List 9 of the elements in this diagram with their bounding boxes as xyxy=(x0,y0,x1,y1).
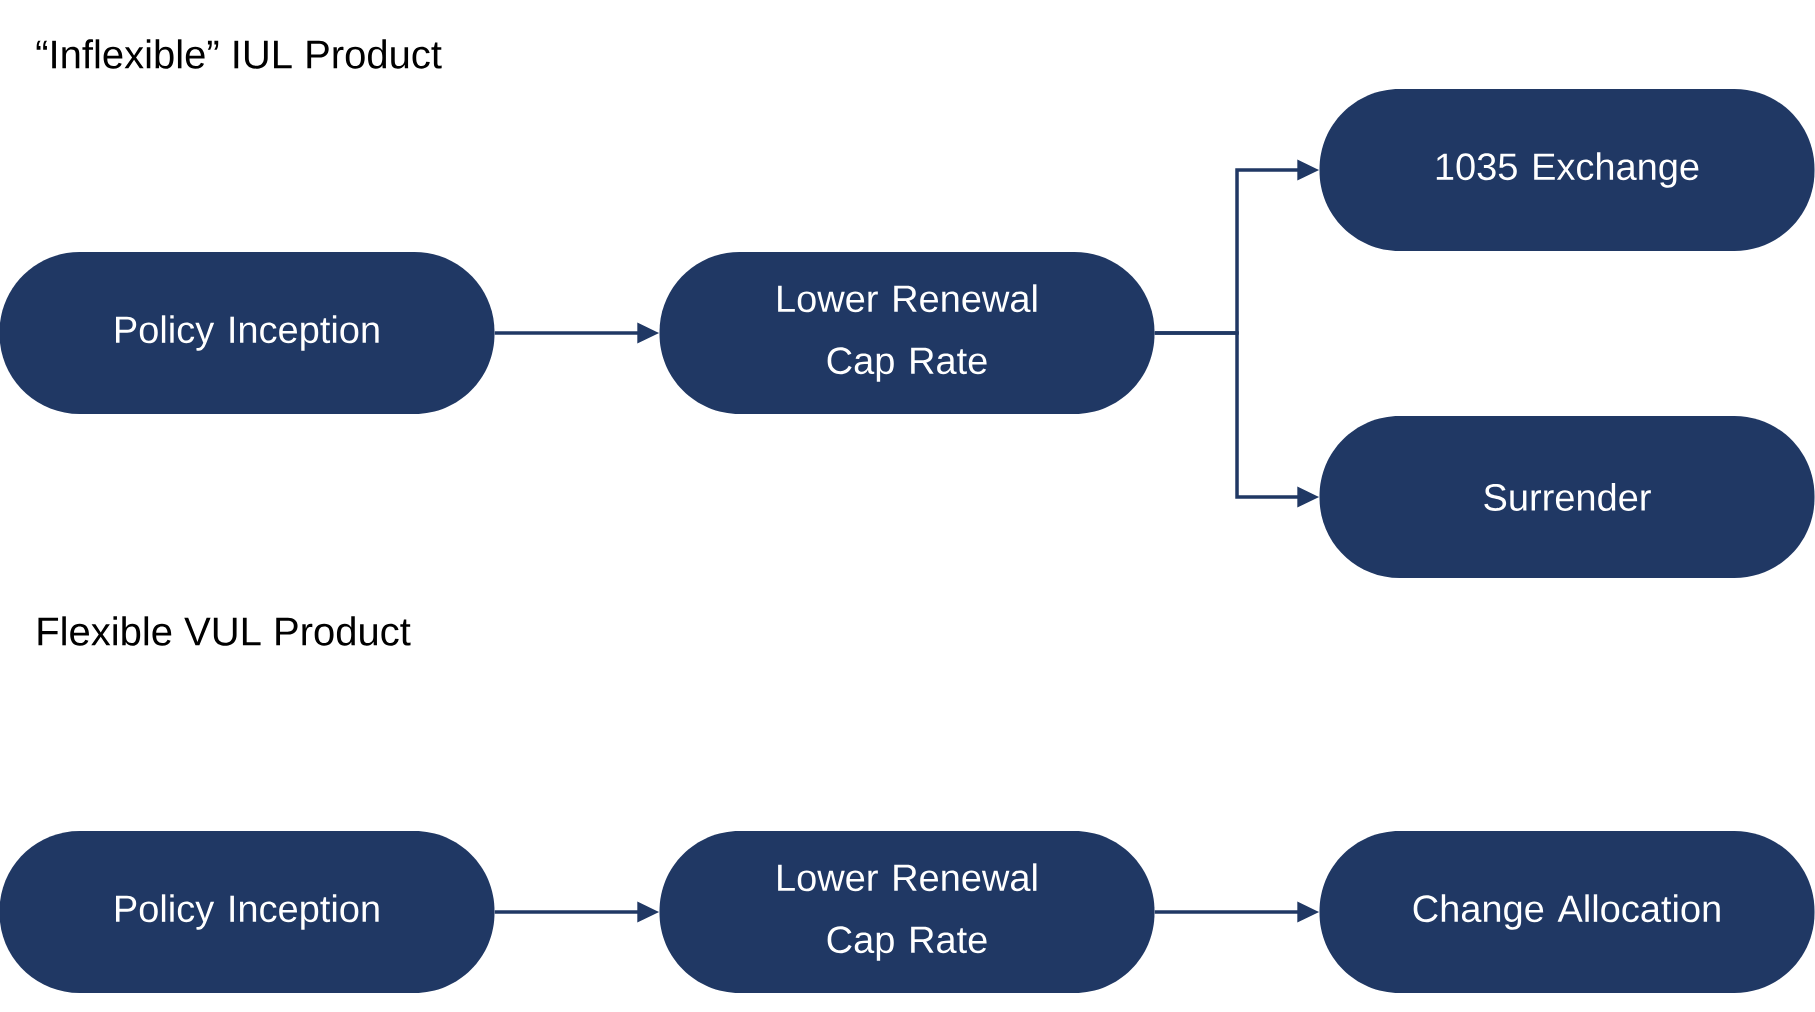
process-pill: Lower Renewal Cap Rate xyxy=(659,252,1155,414)
process-pill: Surrender xyxy=(1319,416,1815,578)
process-pill: Policy Inception xyxy=(0,831,495,993)
section-heading: Flexible VUL Product xyxy=(38,616,411,646)
process-pill: Policy Inception xyxy=(0,252,495,414)
section-heading: “Inflexible” IUL Product xyxy=(36,39,442,69)
process-pill: 1035 Exchange xyxy=(1319,89,1815,251)
process-pill: Lower Renewal Cap Rate xyxy=(659,831,1155,993)
process-pill: Change Allocation xyxy=(1319,831,1815,993)
